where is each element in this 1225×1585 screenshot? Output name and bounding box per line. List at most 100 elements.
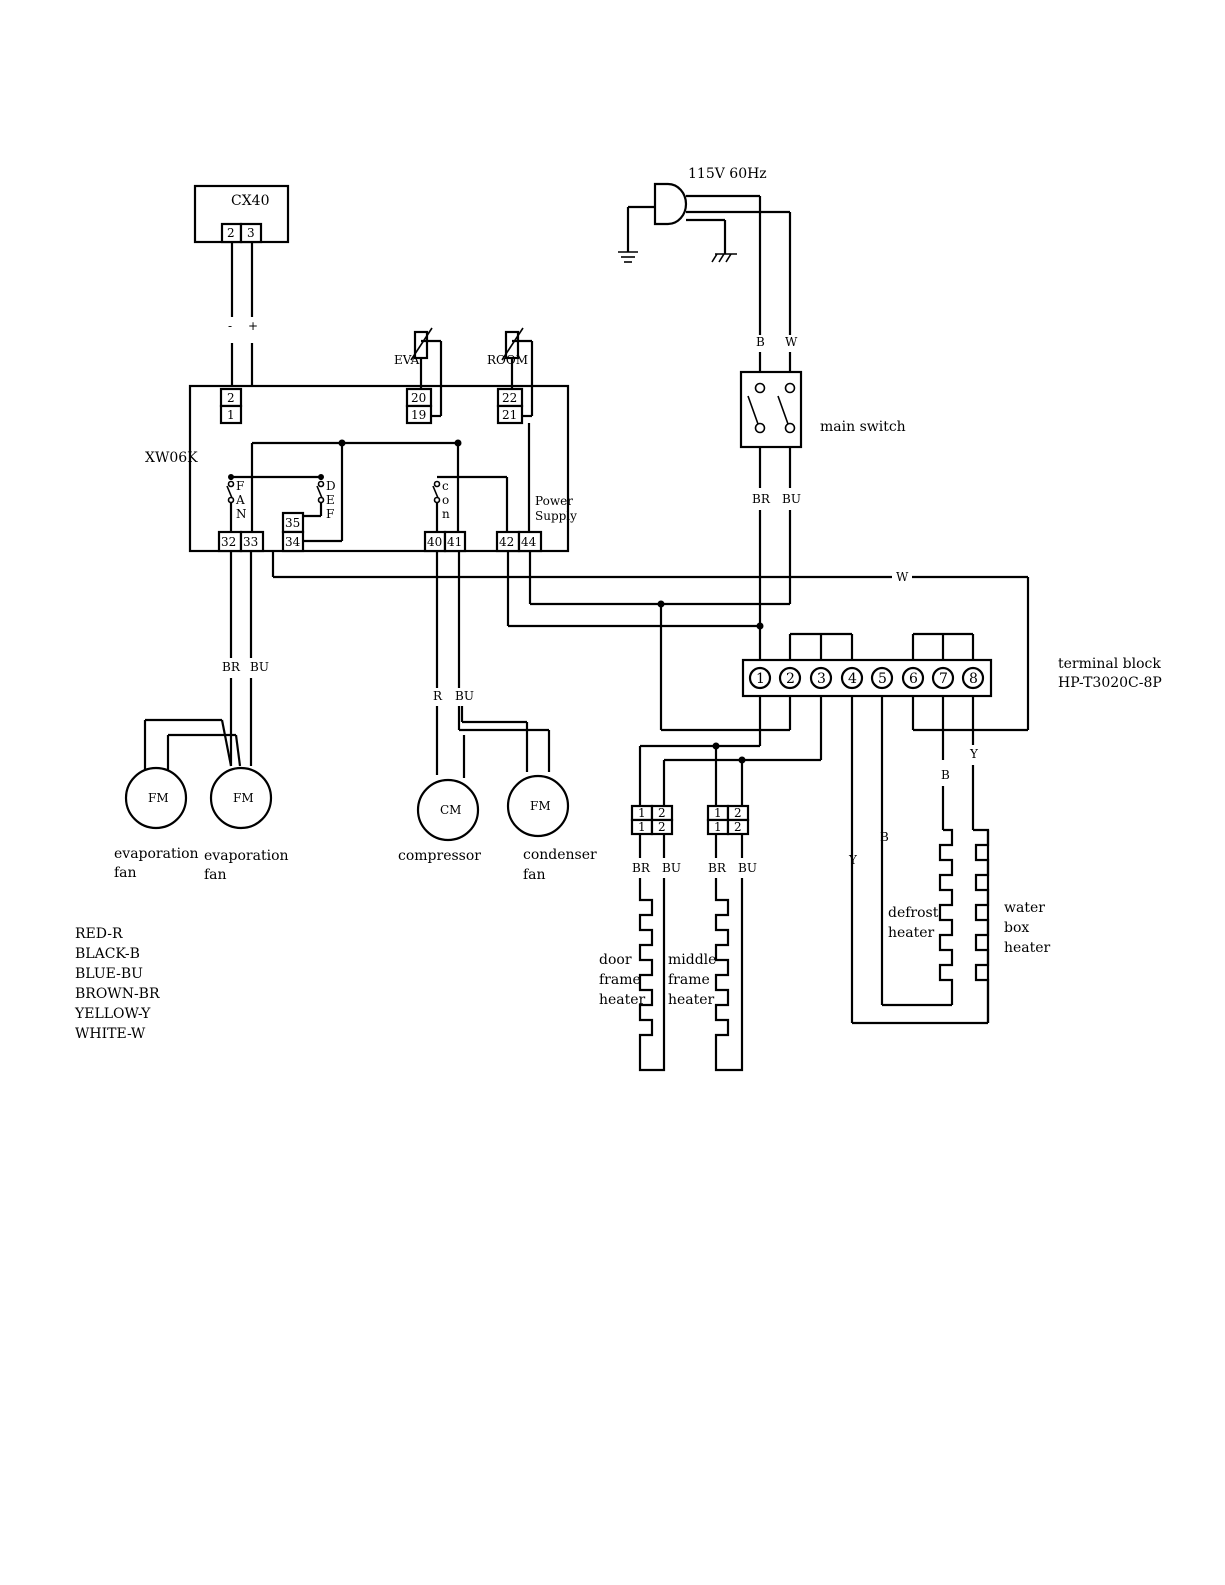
legend-item: YELLOW-Y [74, 1006, 151, 1022]
mid-br-label: BR [708, 861, 727, 875]
terminal-block-number: 4 [848, 671, 857, 687]
conn-a-2-bot: 2 [658, 820, 666, 834]
cx40-minus: - [228, 319, 232, 333]
legend-item: WHITE-W [75, 1026, 146, 1042]
terminal-19: 19 [411, 408, 426, 422]
door-heater-label-2: frame [599, 972, 641, 988]
cx40-display: CX40 2 3 - + [193, 184, 290, 418]
terminal-block-number: 5 [878, 671, 887, 687]
conn-b-2-top: 2 [734, 806, 742, 820]
evap-fan-2-label-a: evaporation [204, 848, 289, 864]
legend-item: RED-R [75, 926, 123, 942]
main-switch-label: main switch [820, 419, 906, 435]
door-heater-label-1: door [599, 952, 632, 968]
comp-r-label: R [433, 689, 443, 703]
middle-heater-label-1: middle [668, 952, 716, 968]
defrost-b-label: B [941, 768, 950, 782]
terminal-40: 40 [427, 535, 442, 549]
terminal-22: 22 [502, 391, 517, 405]
terminal-44: 44 [521, 535, 537, 549]
evap-fan-1-label-a: evaporation [114, 846, 199, 862]
condenser-label-b: fan [523, 867, 546, 883]
compressor-condenser: R BU CM FM compressor condenser fan [398, 551, 597, 883]
defrost-water-heaters: B Y Y B defrost heater water box heater [848, 696, 1051, 1025]
main-wiring: W [271, 551, 1030, 732]
condenser-label-a: condenser [523, 847, 597, 863]
comp-relay-c: c [442, 479, 449, 493]
water-heater-label-1: water [1004, 900, 1045, 916]
color-legend: RED-R BLACK-B BLUE-BU BROWN-BR YELLOW-Y … [74, 926, 160, 1042]
b-low-label: B [880, 830, 889, 844]
switch-in-right-label: W [785, 335, 798, 349]
terminal-35: 35 [285, 516, 300, 530]
eva-label: EVA [394, 353, 420, 367]
fan-relay-f: F [236, 479, 244, 493]
defrost-relay-d: D [326, 479, 336, 493]
conn-b-1-top: 1 [714, 806, 722, 820]
defrost-heater-label-2: heater [888, 925, 935, 941]
conn-a-1-bot: 1 [638, 820, 646, 834]
power-label: 115V 60Hz [688, 166, 767, 182]
terminal-block-label-2: HP-T3020C-8P [1058, 675, 1162, 691]
water-y-label: Y [969, 747, 979, 761]
compressor-cm: CM [440, 803, 461, 817]
evap-fan-1-label-b: fan [114, 865, 137, 881]
terminal-block-terminal [778, 666, 802, 690]
terminal-block-number: 3 [817, 671, 826, 687]
switch-out-right-label: BU [782, 492, 801, 506]
switch-in-left-label: B [756, 335, 765, 349]
main-switch: B W main switch BR BU [739, 335, 906, 660]
terminal-42: 42 [499, 535, 514, 549]
terminal-block-terminal [931, 666, 955, 690]
conn-a-1-top: 1 [638, 806, 646, 820]
fan-relay-n: N [236, 507, 247, 521]
fan-bu-label: BU [250, 660, 269, 674]
cx40-terminal-3: 3 [247, 226, 255, 240]
terminal-block-terminal [748, 666, 772, 690]
power-plug: 115V 60Hz [618, 166, 792, 335]
terminal-block-terminal [901, 666, 925, 690]
comp-relay-o: o [442, 493, 449, 507]
comp-relay-n: n [442, 507, 450, 521]
door-heater-label-3: heater [599, 992, 646, 1008]
power-supply-label-1: Power [535, 494, 573, 508]
fan-relay-a: A [235, 493, 245, 507]
room-label: ROOM [487, 353, 528, 367]
conn-b-2-bot: 2 [734, 820, 742, 834]
terminal-32: 32 [221, 535, 236, 549]
compressor-label: compressor [398, 848, 481, 864]
terminal-block-terminal [809, 666, 833, 690]
terminal-41: 41 [447, 535, 462, 549]
eva-sensor: EVA [394, 327, 443, 418]
evaporation-fans: BR BU FM FM evaporation fan evaporation … [114, 551, 289, 883]
cx40-title: CX40 [231, 193, 270, 209]
water-heater-label-3: heater [1004, 940, 1051, 956]
switch-out-left-label: BR [752, 492, 771, 506]
cx40-terminal-2: 2 [227, 226, 235, 240]
conn-b-1-bot: 1 [714, 820, 722, 834]
terminal-block-number: 8 [969, 671, 978, 687]
defrost-relay-f: F [326, 507, 334, 521]
cx40-plus: + [248, 319, 258, 333]
conn-a-2-top: 2 [658, 806, 666, 820]
legend-item: BROWN-BR [75, 986, 160, 1002]
controller-xw06k: XW06K 2 1 20 19 22 21 F [145, 384, 577, 553]
terminal-20: 20 [411, 391, 426, 405]
evap-fan-1-fm: FM [148, 791, 169, 805]
controller-name: XW06K [145, 450, 198, 466]
evap-fan-2-fm: FM [233, 791, 254, 805]
terminal-block-terminal [870, 666, 894, 690]
terminal-21: 21 [502, 408, 517, 422]
room-sensor: ROOM [487, 327, 534, 418]
defrost-relay-e: E [326, 493, 335, 507]
water-heater-label-2: box [1004, 920, 1029, 936]
terminal-block-terminal [961, 666, 985, 690]
legend-item: BLUE-BU [75, 966, 143, 982]
door-bu-label: BU [662, 861, 681, 875]
evap-fan-2-label-b: fan [204, 867, 227, 883]
terminal-block-terminal [840, 666, 864, 690]
terminal-2: 2 [227, 391, 235, 405]
power-supply-label-2: Supply [535, 509, 577, 523]
